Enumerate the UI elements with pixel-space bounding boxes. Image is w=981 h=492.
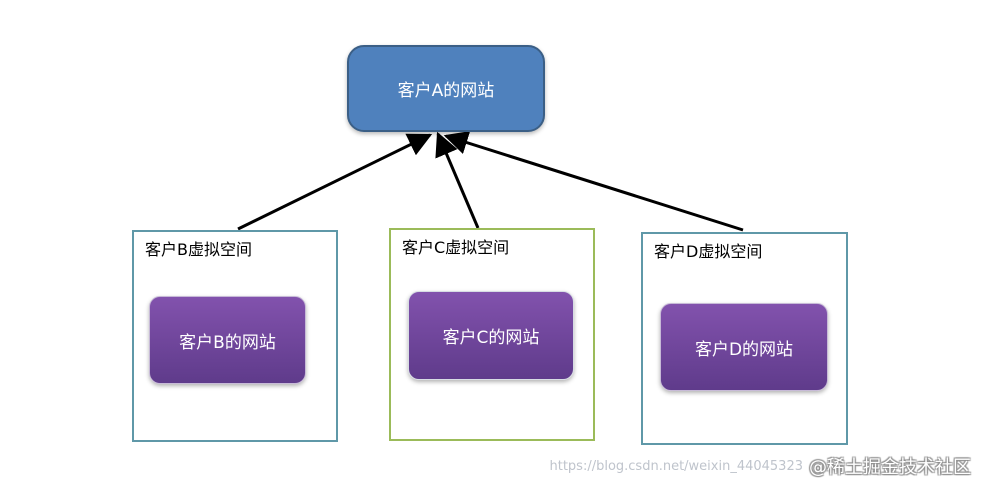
- customer-b-space-label: 客户B虚拟空间: [145, 240, 252, 259]
- watermark-brand: @稀土掘金技术社区: [809, 457, 971, 478]
- customer-c-site-label: 客户C的网站: [442, 328, 540, 348]
- watermark: https://blog.csdn.net/weixin_44045323 @稀…: [549, 453, 971, 479]
- customer-a-site-node: 客户A的网站: [347, 45, 545, 132]
- arrow-c-to-a: [435, 131, 480, 229]
- customer-b-site-node: 客户B的网站: [149, 296, 306, 384]
- customer-d-site-label: 客户D的网站: [694, 339, 794, 360]
- customer-d-virtual-space: 客户D虚拟空间 客户D的网站: [641, 232, 848, 445]
- customer-d-space-label: 客户D虚拟空间: [654, 242, 763, 261]
- customer-a-site-label: 客户A的网站: [397, 81, 495, 101]
- arrow-b-to-a: [237, 133, 433, 231]
- customer-c-site-node: 客户C的网站: [408, 291, 574, 380]
- customer-d-site-node: 客户D的网站: [660, 303, 828, 391]
- customer-b-site-label: 客户B的网站: [179, 332, 276, 353]
- arrow-d-to-a: [443, 131, 744, 232]
- customer-c-virtual-space: 客户C虚拟空间 客户C的网站: [389, 228, 595, 441]
- customer-c-space-label: 客户C虚拟空间: [402, 238, 510, 257]
- watermark-url: https://blog.csdn.net/weixin_44045323: [549, 458, 803, 474]
- customer-b-virtual-space: 客户B虚拟空间 客户B的网站: [132, 230, 338, 442]
